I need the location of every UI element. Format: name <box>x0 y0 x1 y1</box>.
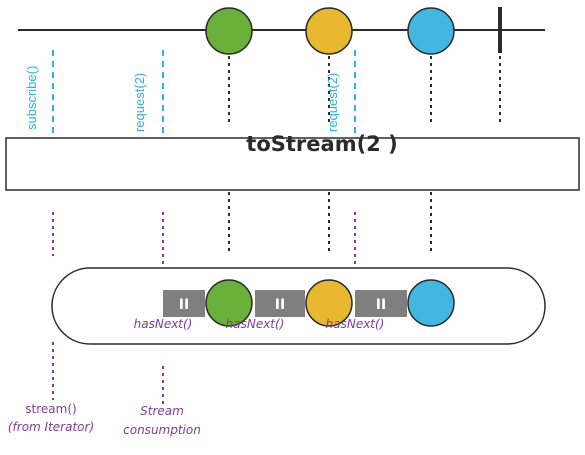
pause-box: II <box>355 290 407 317</box>
green-circle <box>205 7 253 55</box>
signal-lines-upper <box>228 56 501 122</box>
pause-glyph: II <box>376 297 386 313</box>
yellow-circle <box>305 279 353 327</box>
consumption-label-line1: Stream <box>140 404 184 418</box>
stream-source-label: (from Iterator) <box>8 420 94 434</box>
consumption-label-line2: consumption <box>123 423 201 437</box>
operator-label: toStream(2 ) <box>246 132 397 156</box>
blue-circle <box>407 279 455 327</box>
subscribe-label: subscribe() <box>24 66 39 130</box>
request-label-2: request(2) <box>325 73 340 132</box>
hasnext-label: hasNext() <box>326 317 385 331</box>
blue-circle <box>407 7 455 55</box>
stream-label: stream() <box>25 402 76 416</box>
pause-glyph: II <box>275 297 285 313</box>
pause-box: II <box>163 290 205 317</box>
pause-box: II <box>255 290 305 317</box>
hasnext-label: hasNext() <box>134 317 193 331</box>
green-circle <box>205 279 253 327</box>
yellow-circle <box>305 7 353 55</box>
operator-box <box>5 137 580 191</box>
upstream-request-lines <box>52 50 356 136</box>
pause-glyph: II <box>179 297 189 313</box>
signal-lines-lower <box>228 192 432 252</box>
hasnext-label: hasNext() <box>226 317 285 331</box>
request-label-1: request(2) <box>132 73 147 132</box>
